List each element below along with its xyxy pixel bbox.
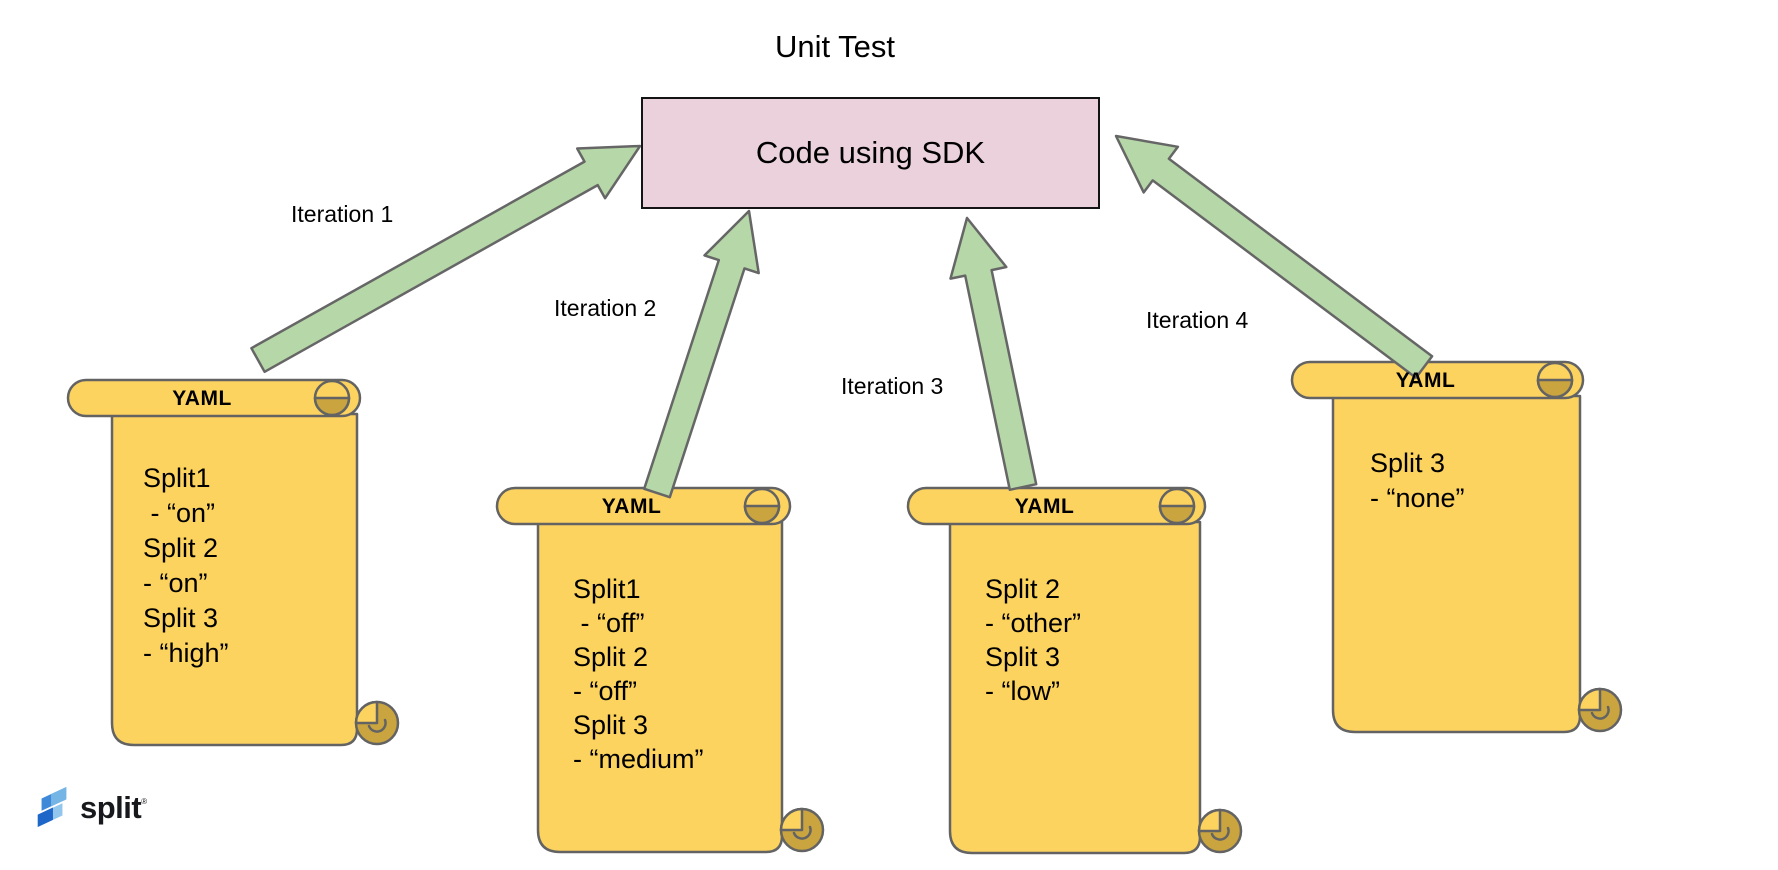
scroll-line: Split 2 [143, 533, 219, 563]
yaml-scroll-4-header [1290, 360, 1585, 400]
scroll-line: Split 3 [143, 603, 219, 633]
yaml-scroll-3-curl-spiral [1210, 826, 1230, 841]
yaml-scroll-2-header-label: YAML [601, 495, 662, 518]
yaml-scroll-2-content: Split1 - “off” Split 2 - “off” Split 3 - “me… [573, 572, 704, 776]
yaml-scroll-1-body [110, 412, 359, 747]
scroll-line: Split 3 [573, 710, 649, 740]
yaml-scroll-3-header-roll-fold [1158, 504, 1196, 525]
scroll-line: Split 3 [985, 642, 1061, 672]
scroll-line: Split 3 [1370, 448, 1446, 478]
split-logo: split® [33, 786, 147, 828]
yaml-scroll-3-content: Split 2 - “other” Split 3 - “low” [985, 572, 1081, 708]
yaml-scroll-4-body [1331, 394, 1582, 734]
scroll-line: - “none” [1370, 483, 1465, 513]
diagram-title: Unit Test [774, 29, 896, 64]
scroll-line: - “other” [985, 608, 1082, 638]
scroll-line: - “on” [143, 568, 208, 598]
split-logo-text: split® [80, 789, 147, 825]
yaml-scroll-3-header [906, 486, 1207, 526]
yaml-scroll-2-curl-sheet [779, 807, 804, 832]
scroll-line: - “on” [143, 498, 216, 528]
iteration-2-label: Iteration 2 [554, 295, 657, 321]
scroll-line: Split1 [143, 463, 211, 493]
scroll-line: - “low” [985, 676, 1060, 706]
yaml-scroll-1-curl-spiral [367, 718, 387, 733]
yaml-scroll-1-header-roll-fold [313, 396, 351, 417]
yaml-scroll-2-body [536, 520, 784, 854]
scroll-line: Split1 [573, 574, 641, 604]
split-logo-icon [37, 787, 67, 827]
scroll-line: - “medium” [573, 744, 704, 774]
scroll-line: - “off” [573, 608, 645, 638]
yaml-scroll-1-header-label: YAML [172, 387, 232, 410]
yaml-scroll-3-header-label: YAML [1014, 495, 1075, 518]
arrow-iteration-3 [949, 216, 1038, 492]
yaml-scroll-2-curl-spiral [792, 825, 812, 840]
yaml-scroll-1-curl-sheet [354, 700, 379, 725]
arrow-iteration-2 [642, 209, 760, 499]
yaml-scroll-1-header [66, 378, 362, 418]
yaml-scroll-4-curl-spiral [1590, 705, 1610, 720]
yaml-scroll-4-content: Split 3 - “none” [1370, 446, 1465, 516]
arrow-iteration-1 [250, 144, 642, 374]
iteration-4-label: Iteration 4 [1146, 307, 1249, 333]
iteration-3-label: Iteration 3 [841, 373, 944, 399]
code-sdk-box: Code using SDK [641, 97, 1100, 209]
yaml-scroll-3-body [948, 520, 1202, 855]
code-sdk-box-label: Code using SDK [755, 135, 986, 170]
scroll-line: - “off” [573, 676, 638, 706]
yaml-scroll-3-curl-sheet [1197, 808, 1222, 833]
arrow-iteration-4 [1114, 134, 1434, 380]
scroll-line: Split 2 [985, 574, 1061, 604]
yaml-scroll-4-header-label: YAML [1395, 369, 1456, 392]
yaml-scroll-4-curl-sheet [1577, 687, 1602, 712]
yaml-scroll-2-header-roll-fold [743, 504, 781, 525]
scroll-line: Split 2 [573, 642, 649, 672]
scroll-line: - “high” [143, 638, 229, 668]
yaml-scroll-4-header-roll-fold [1536, 378, 1574, 399]
yaml-scroll-1-content: Split1 - “on” Split 2 - “on” Split 3 - “high… [143, 461, 229, 671]
split-logo-trademark: ® [141, 796, 147, 806]
iteration-1-label: Iteration 1 [291, 201, 394, 227]
